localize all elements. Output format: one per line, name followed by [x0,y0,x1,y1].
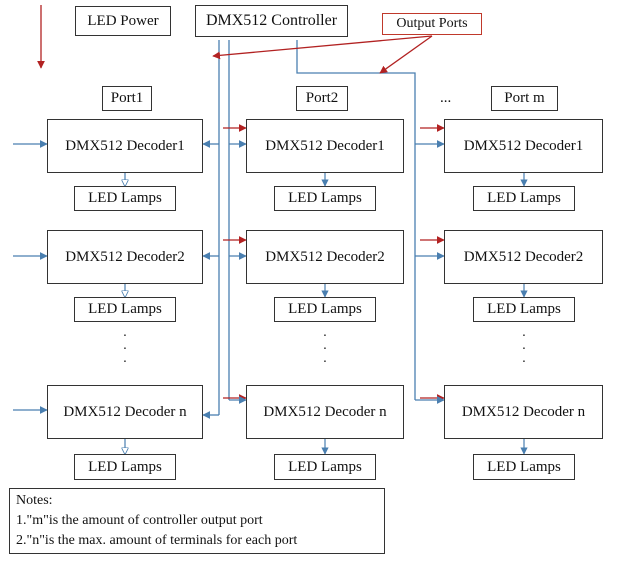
controller-bus-3 [296,40,416,400]
portm-dots: ··· [521,329,527,370]
portm-decoder-1: DMX512 Decoder1 [444,119,603,173]
port1-decoder-n: DMX512 Decoder n [47,385,203,439]
portm-label: Port m [491,86,558,111]
port2-lamps-2: LED Lamps [274,297,376,322]
port2-lamps-1: LED Lamps [274,186,376,211]
led-power-box: LED Power [75,6,171,36]
portm-lamps-1: LED Lamps [473,186,575,211]
port2-decoder-n: DMX512 Decoder n [246,385,404,439]
ports-ellipsis: ... [440,90,452,106]
output-ports-label: Output Ports [382,13,482,35]
output-ports-arrow-2 [379,35,433,74]
dmx512-controller-box: DMX512 Controller [195,5,348,37]
port1-lamps-n: LED Lamps [74,454,176,480]
port1-decoder-1: DMX512 Decoder1 [47,119,203,173]
portm-lamps-2: LED Lamps [473,297,575,322]
port1-decoder-2: DMX512 Decoder2 [47,230,203,284]
port1-lamps-2: LED Lamps [74,297,176,322]
port1-dots: ··· [122,329,128,370]
port2-dots: ··· [322,329,328,370]
output-ports-arrow-1 [212,35,433,60]
port2-decoder-1: DMX512 Decoder1 [246,119,404,173]
notes-title: Notes: [16,493,53,508]
portm-lamps-n: LED Lamps [473,454,575,480]
port2-lamps-n: LED Lamps [274,454,376,480]
portm-decoder-2: DMX512 Decoder2 [444,230,603,284]
portm-decoder-n: DMX512 Decoder n [444,385,603,439]
notes-box: Notes: 1."m"is the amount of controller … [9,488,385,554]
notes-line-1: 1."m"is the amount of controller output … [16,513,263,528]
notes-line-2: 2."n"is the max. amount of terminals for… [16,533,298,548]
port1-lamps-1: LED Lamps [74,186,176,211]
port2-label: Port2 [296,86,348,111]
port2-decoder-2: DMX512 Decoder2 [246,230,404,284]
port1-label: Port1 [102,86,152,111]
